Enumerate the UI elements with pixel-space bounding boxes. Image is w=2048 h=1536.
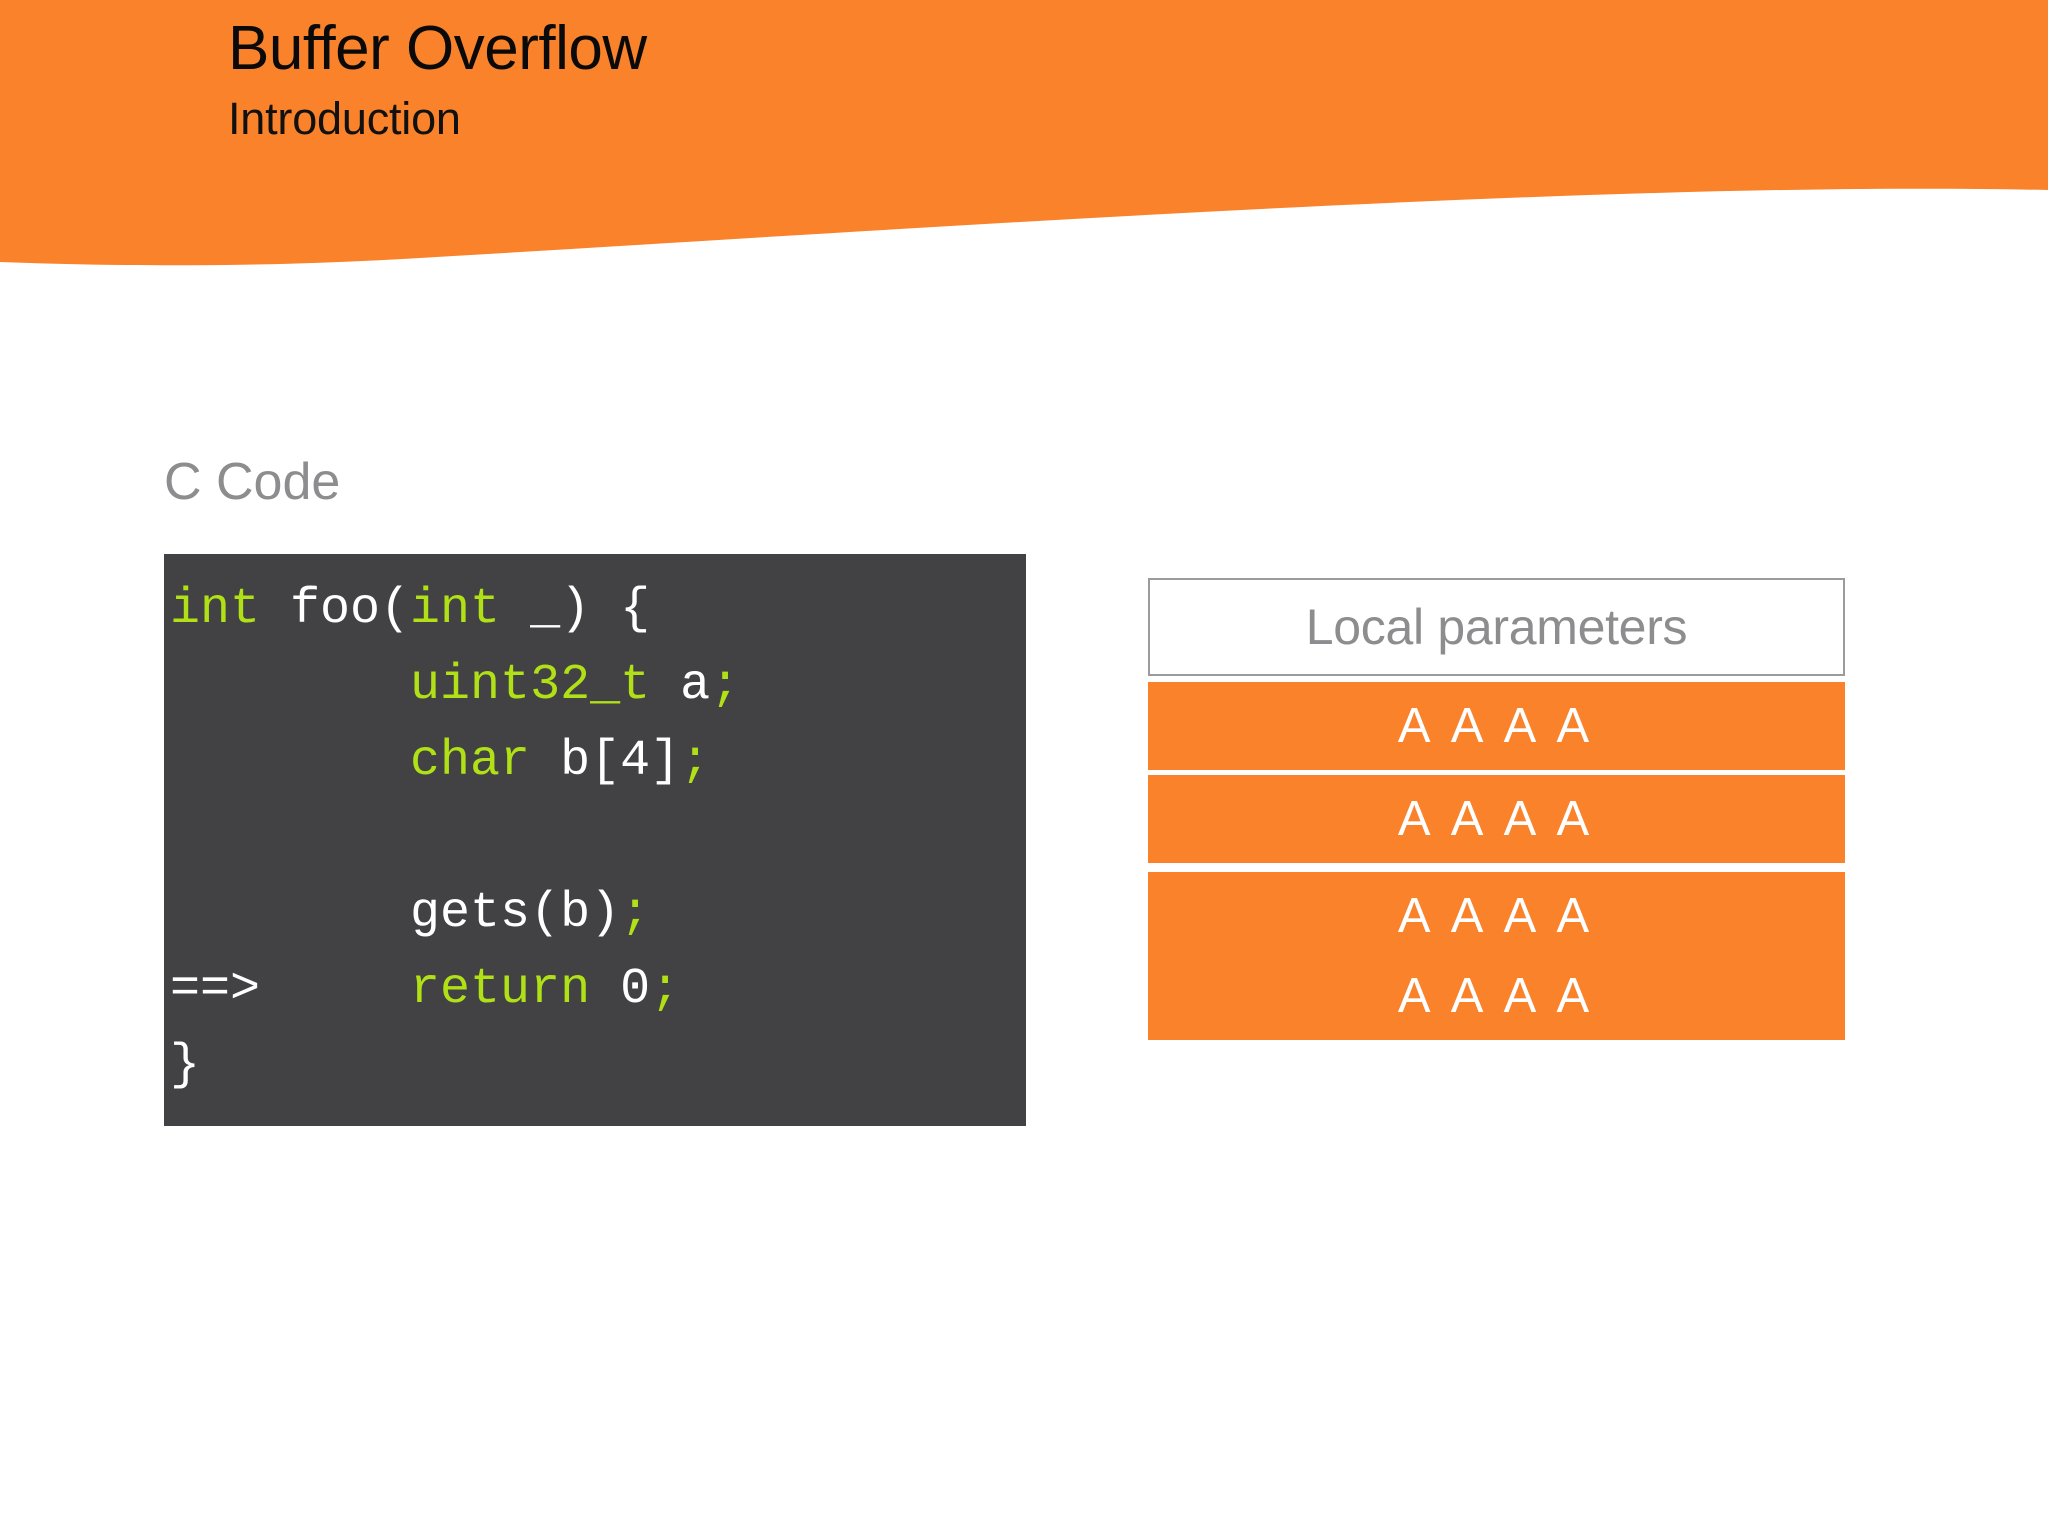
code-token (170, 733, 410, 790)
code-line: uint32_t a; (164, 648, 1026, 724)
code-token: ==> (170, 961, 411, 1018)
code-token: foo( (260, 581, 411, 638)
header-band (0, 0, 2048, 280)
header-curve-shape (0, 0, 2048, 266)
stack-header-label: Local parameters (1305, 599, 1688, 655)
stack-cell: A A A A (1397, 699, 1596, 753)
stack-header-box: Local parameters (1148, 578, 1845, 676)
stack-block: A A A A A A A A (1148, 872, 1845, 1040)
stack-cell: A A A A (1397, 792, 1596, 846)
code-line: char b[4]; (164, 724, 1026, 800)
stack-cell: A A A A (1397, 889, 1596, 943)
code-token: 0 (590, 961, 651, 1018)
code-line: int foo(int _) { (164, 572, 1026, 648)
code-token: gets(b) (170, 885, 621, 942)
code-section-heading: C Code (164, 453, 341, 511)
code-token: ; (710, 657, 741, 714)
code-token: } (170, 1037, 201, 1094)
code-token: ; (620, 885, 651, 942)
code-line: ==> return 0; (164, 952, 1026, 1028)
stack-cell: A A A A (1397, 969, 1596, 1023)
code-token: b[4] (530, 733, 681, 790)
code-token: ; (680, 733, 711, 790)
header-title-group: Buffer Overflow Introduction (228, 14, 647, 144)
stack-block: A A A A (1148, 775, 1845, 863)
code-section: C Code int foo(int _) { uint32_t a; char… (164, 452, 1026, 1126)
stack-block: A A A A (1148, 682, 1845, 770)
page-subtitle: Introduction (228, 93, 461, 144)
code-token: _) { (500, 581, 651, 638)
code-token: uint32_t (410, 657, 651, 714)
code-token: return (410, 961, 591, 1018)
code-line (164, 800, 1026, 876)
code-token (170, 657, 410, 714)
code-line: gets(b); (164, 876, 1026, 952)
code-token: int (410, 581, 501, 638)
code-block: int foo(int _) { uint32_t a; char b[4]; … (164, 554, 1026, 1126)
code-token: ; (650, 961, 681, 1018)
page-title: Buffer Overflow (228, 14, 647, 83)
code-line: } (164, 1028, 1026, 1104)
code-token: int (170, 581, 261, 638)
code-token: a (650, 657, 711, 714)
code-token: char (410, 733, 531, 790)
